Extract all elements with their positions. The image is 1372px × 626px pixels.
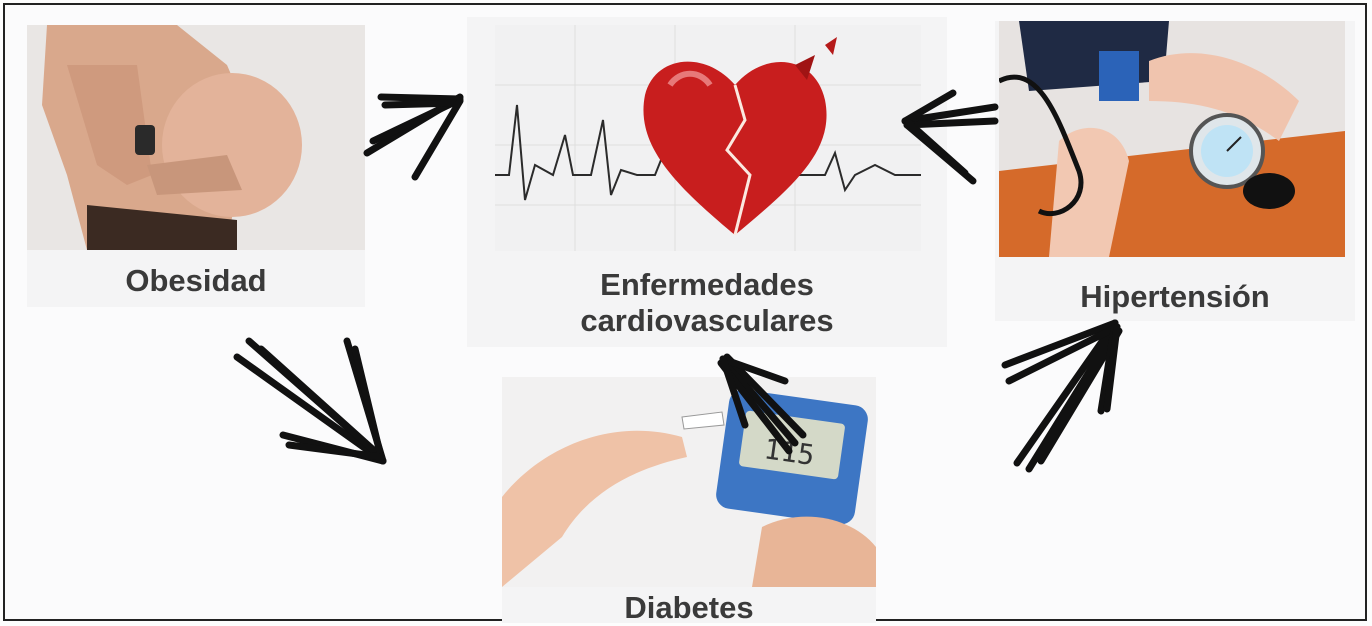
arrow-hypertension-to-cardiovascular xyxy=(905,93,995,181)
arrow-diabetes-to-cardiovascular xyxy=(721,357,803,451)
arrows-layer xyxy=(5,5,1369,623)
arrow-obesity-to-cardiovascular xyxy=(367,97,460,177)
diagram-frame: Obesidad Enfermedades ca xyxy=(3,3,1367,621)
arrow-diabetes-to-hypertension xyxy=(1005,323,1119,469)
arrow-obesity-to-diabetes xyxy=(237,341,383,461)
